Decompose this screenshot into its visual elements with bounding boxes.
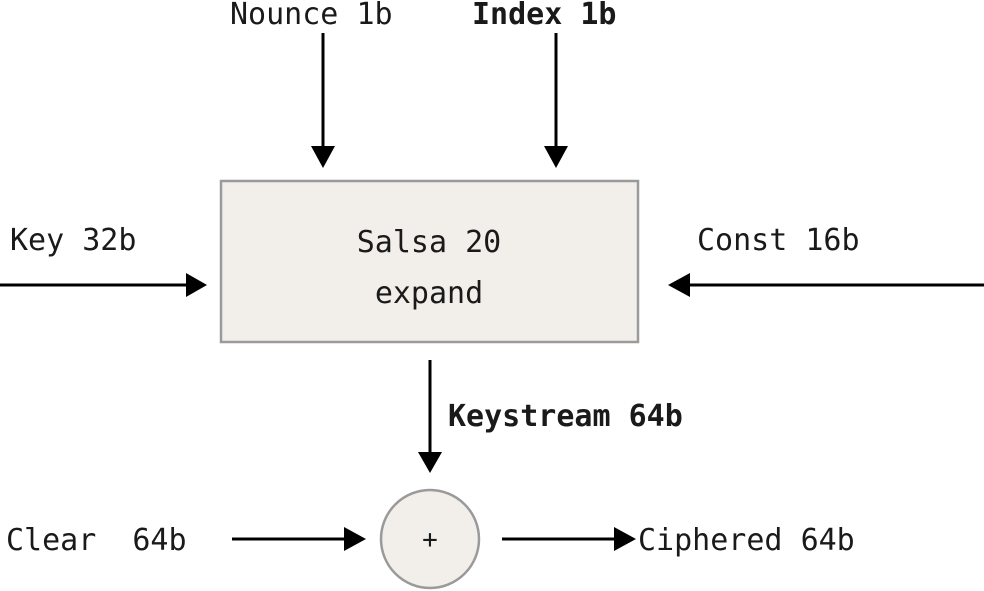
clear-label: Clear 64b [6,523,187,558]
const-arrow-head [668,273,690,297]
const-size: 16b [805,223,859,258]
key-size: 32b [82,223,136,258]
salsa20-subtitle: expand [375,276,483,311]
xor-symbol: + [422,525,438,555]
key-label: Key 32b [10,223,136,258]
index-arrow-head [544,146,568,168]
nounce-arrow-head [311,146,335,168]
keystream-name: Keystream [448,399,611,434]
xor-node [379,488,481,590]
keystream-arrow-head [418,452,442,473]
const-name: Const [697,223,787,258]
salsa20-block [219,179,640,344]
ciphered-size: 64b [801,523,855,558]
const-label: Const 16b [697,223,860,258]
ciphered-name: Ciphered [638,523,783,558]
nounce-size: 1b [356,0,392,32]
ciphered-label: Ciphered 64b [638,523,855,558]
nounce-name: Nounce [230,0,338,32]
clear-name: Clear [6,523,96,558]
salsa20-title: Salsa 20 [357,225,502,260]
key-arrow-head [186,273,207,297]
keystream-size: 64b [629,399,683,434]
key-name: Key [10,223,64,258]
clear-size: 64b [132,523,186,558]
index-name: Index [472,0,562,32]
ciphered-arrow-head [614,527,636,551]
index-size: 1b [580,0,616,32]
index-label: Index 1b [472,0,617,32]
clear-arrow-head [344,527,366,551]
nounce-label: Nounce 1b [230,0,393,32]
keystream-label: Keystream 64b [448,399,683,434]
